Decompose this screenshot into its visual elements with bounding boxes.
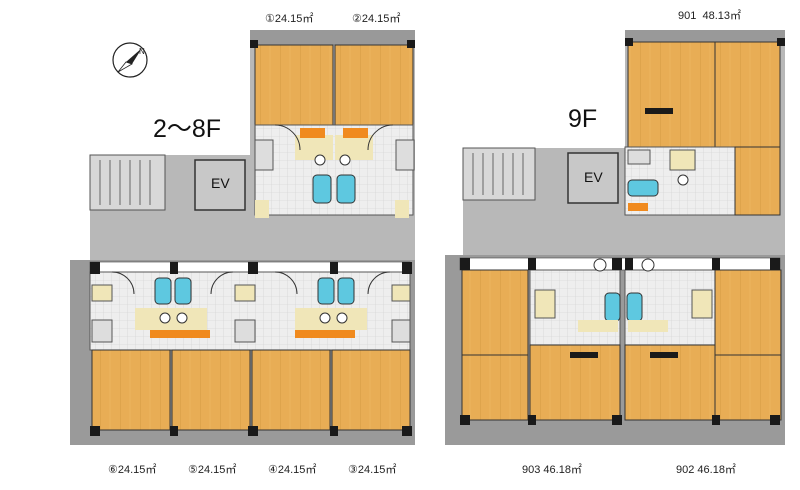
- elevator-left: [194, 159, 246, 211]
- unit-1-room: [254, 44, 334, 126]
- unit-5-room: [171, 349, 251, 431]
- bath-unit-1: [312, 174, 332, 204]
- left-building: EV: [70, 30, 415, 445]
- elevator-right: [567, 152, 619, 204]
- stair-left: [89, 154, 166, 211]
- compass: N: [112, 42, 148, 78]
- unit-901-room: [627, 41, 781, 148]
- unit-3-label: ③24.15㎡: [348, 463, 396, 476]
- stair-right: [462, 147, 536, 201]
- unit-6-room: [91, 349, 171, 431]
- unit-903-room: [461, 269, 529, 421]
- compass-north-letter: N: [139, 47, 145, 56]
- bottom-bathrooms-left: [91, 271, 411, 343]
- unit-2-room: [334, 44, 414, 126]
- bath-unit-2: [336, 174, 356, 204]
- unit-903-label: 903 46.18㎡: [522, 463, 582, 476]
- unit-5-label: ⑤24.15㎡: [188, 463, 236, 476]
- right-building: EV: [445, 30, 785, 445]
- north-arrow-icon: [126, 48, 142, 64]
- floor-title-left: 2～8F: [153, 115, 221, 143]
- unit-901-label: 901 48.13㎡: [678, 9, 741, 22]
- bath-902: [626, 292, 643, 322]
- unit-6-label: ⑥24.15㎡: [108, 463, 156, 476]
- floor-title-right: 9F: [568, 105, 597, 133]
- elevator-label-right: EV: [584, 169, 603, 185]
- unit-1-label: ①24.15㎡: [265, 12, 313, 25]
- unit-902-room: [714, 269, 782, 421]
- elevator-label-left: EV: [211, 175, 230, 191]
- unit-2-label: ②24.15㎡: [352, 12, 400, 25]
- unit-3-room: [331, 349, 411, 431]
- bath-901: [627, 179, 659, 197]
- unit-4-room: [251, 349, 331, 431]
- bath-903: [604, 292, 621, 322]
- unit-4-label: ④24.15㎡: [268, 463, 316, 476]
- unit-902-label: 902 46.18㎡: [676, 463, 736, 476]
